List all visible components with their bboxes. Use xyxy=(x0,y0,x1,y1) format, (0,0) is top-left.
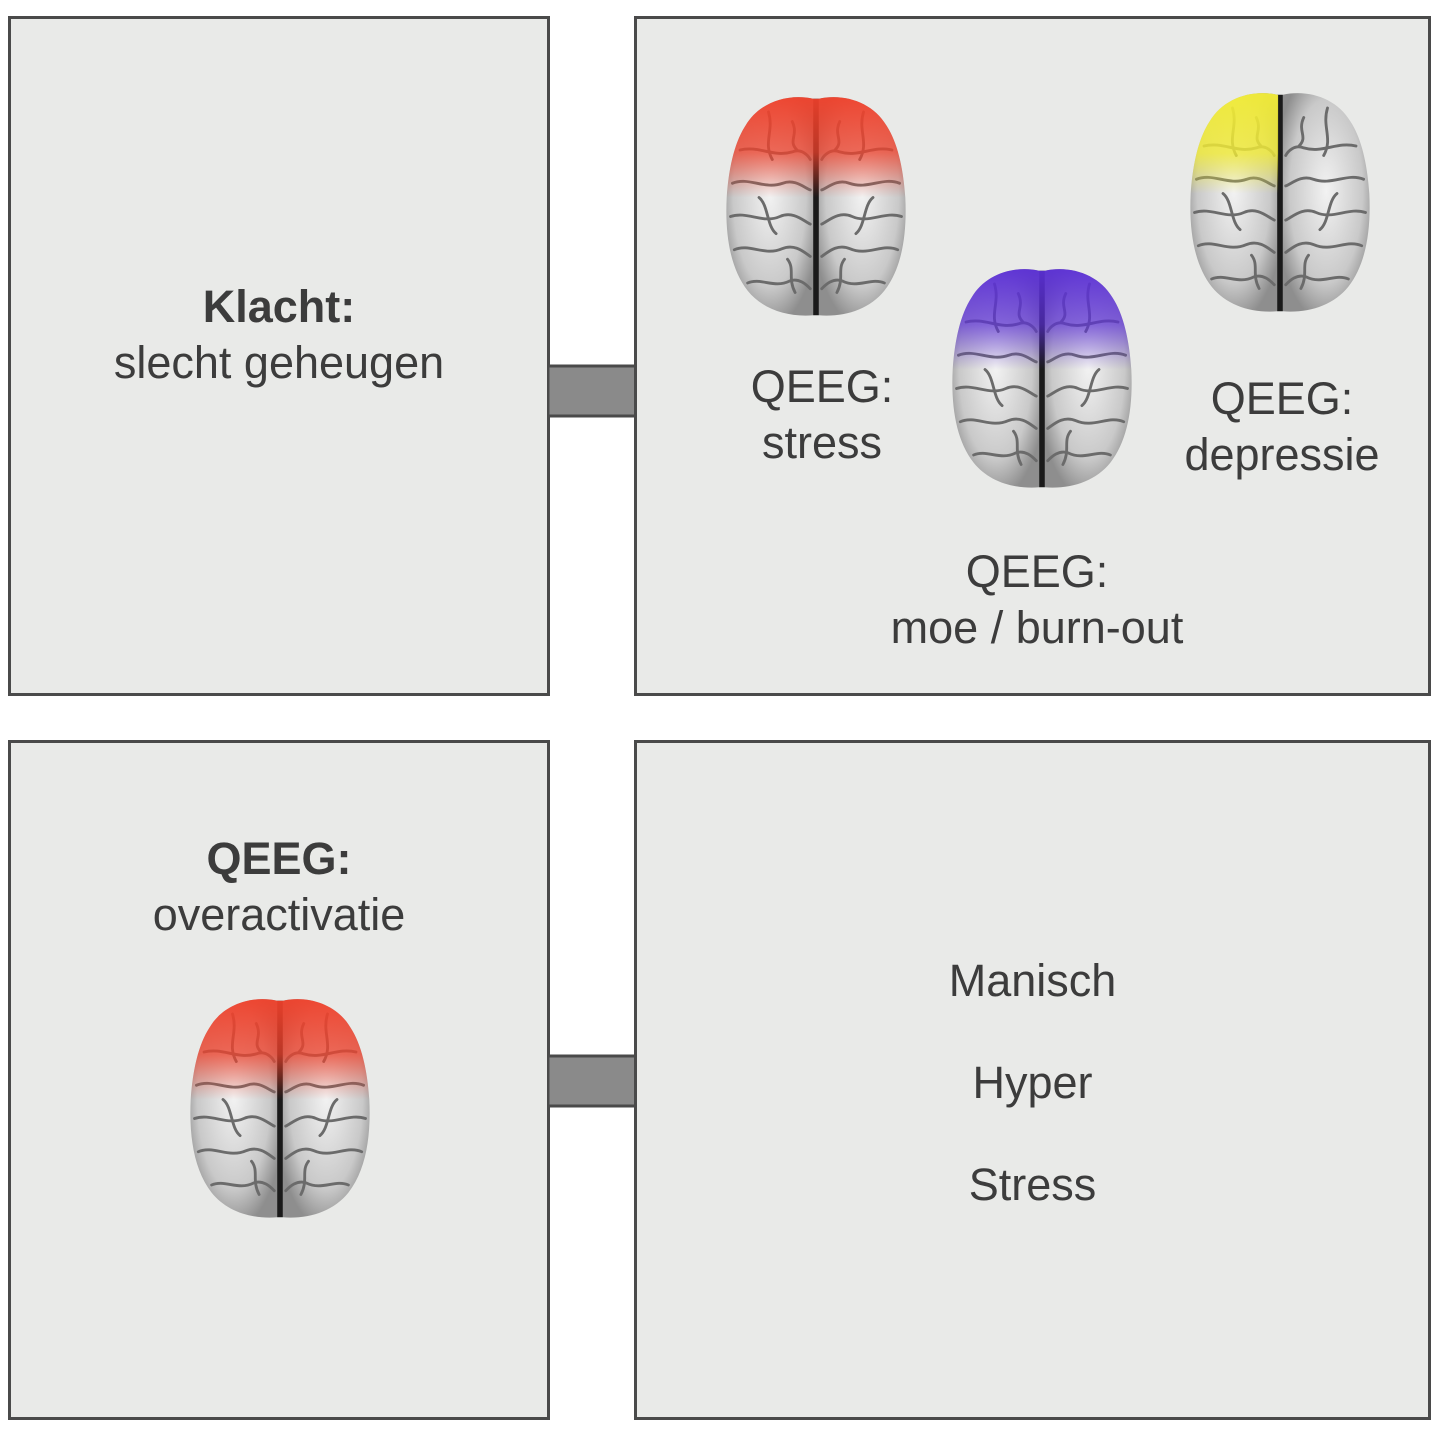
brain-overactivation-icon xyxy=(185,993,375,1225)
finding-label: QEEG: xyxy=(206,833,352,884)
complaint-text: Klacht: slecht geheugen xyxy=(11,279,547,391)
qeeg-stress-text: QEEG: stress xyxy=(727,359,917,471)
qeeg-burnout-value: moe / burn-out xyxy=(890,602,1184,653)
outcome-item: Hyper xyxy=(972,1057,1093,1108)
brain-depression-icon xyxy=(1185,87,1375,319)
qeeg-depression-label: QEEG: xyxy=(1210,373,1354,424)
complaint-label: Klacht: xyxy=(202,281,356,332)
qeeg-options-panel: QEEG: stress QEEG: moe / burn-out QEEG: … xyxy=(634,16,1431,696)
outcome-item: Manisch xyxy=(948,955,1117,1006)
finding-value: overactivatie xyxy=(152,889,406,940)
brain-burnout-icon xyxy=(947,263,1137,495)
finding-text: QEEG: overactivatie xyxy=(11,831,547,943)
outcomes-panel: Manisch Hyper Stress xyxy=(634,740,1431,1420)
complaint-panel: Klacht: slecht geheugen xyxy=(8,16,550,696)
finding-panel: QEEG: overactivatie xyxy=(8,740,550,1420)
qeeg-stress-value: stress xyxy=(761,417,882,468)
qeeg-burnout-label: QEEG: xyxy=(965,546,1109,597)
qeeg-stress-label: QEEG: xyxy=(750,361,894,412)
qeeg-burnout-text: QEEG: moe / burn-out xyxy=(787,544,1287,656)
outcome-item: Stress xyxy=(968,1159,1097,1210)
qeeg-depression-value: depressie xyxy=(1184,429,1380,480)
qeeg-depression-text: QEEG: depressie xyxy=(1157,371,1407,483)
brain-stress-icon xyxy=(721,91,911,323)
complaint-value: slecht geheugen xyxy=(113,337,445,388)
